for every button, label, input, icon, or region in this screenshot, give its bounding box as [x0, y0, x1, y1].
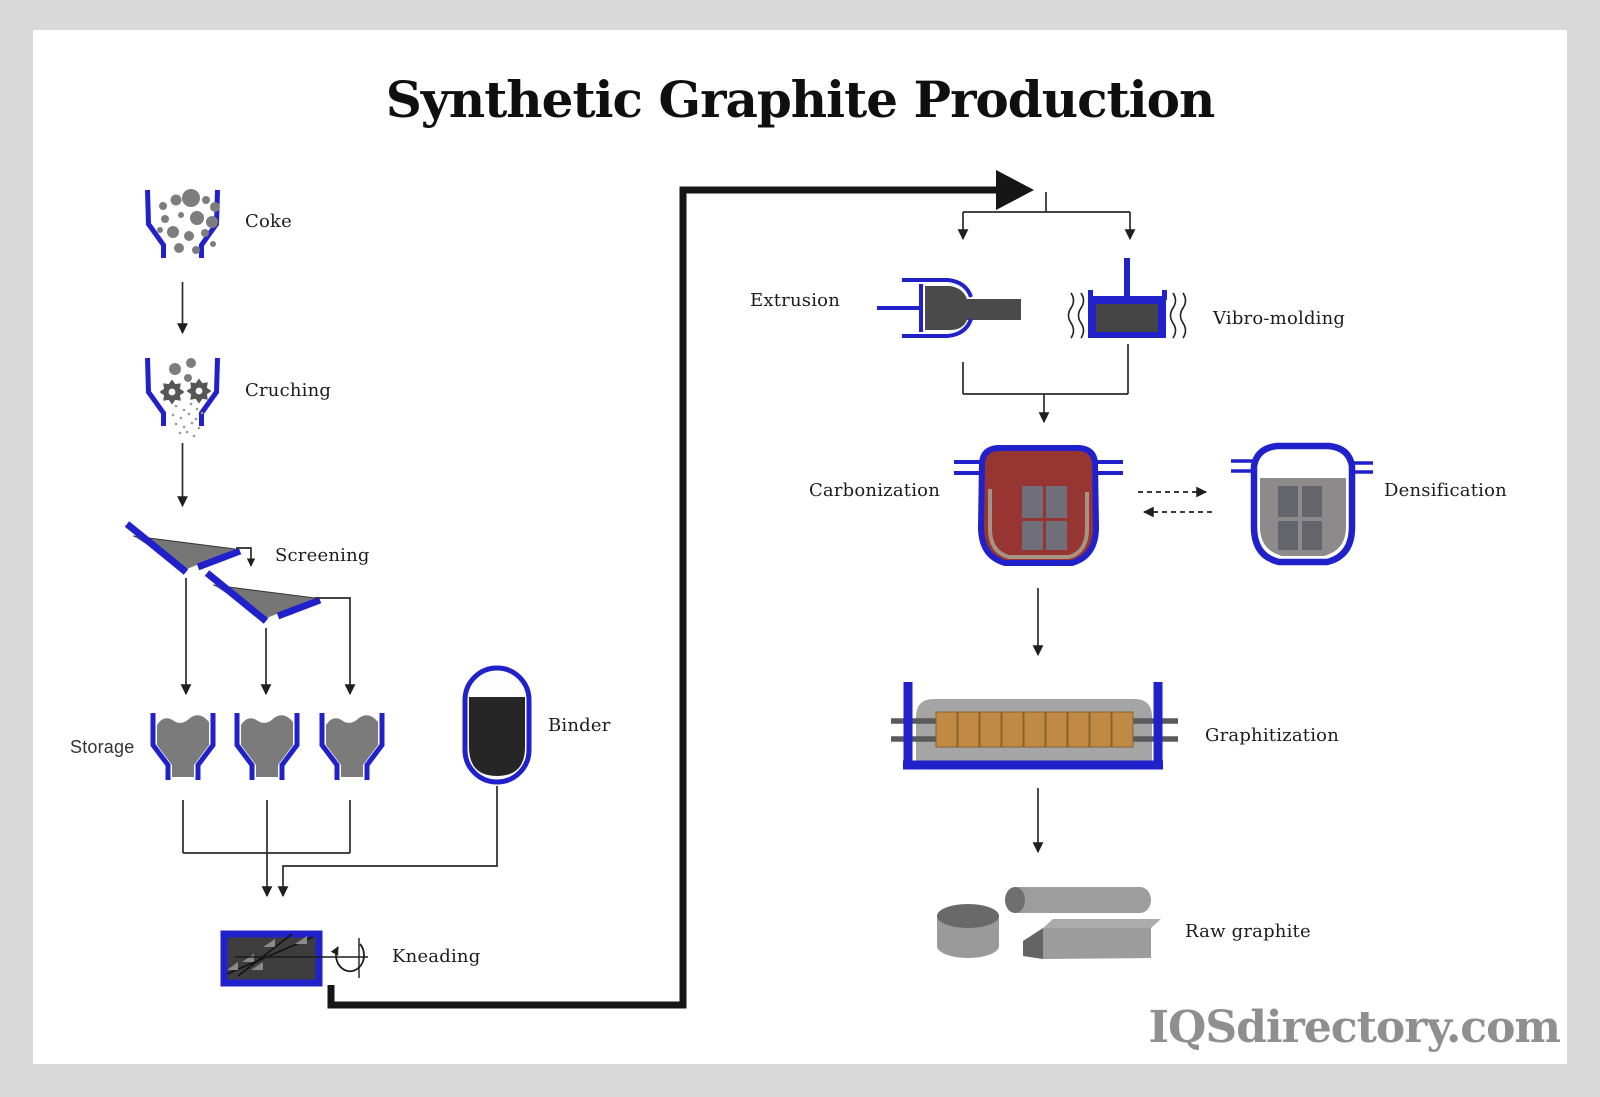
mixer-shaft-rotation-icon [235, 938, 368, 978]
label-vibro-molding: Vibro-molding [1213, 308, 1346, 329]
storage-bins-icon [153, 713, 382, 780]
extrusion-press-icon [877, 278, 1021, 338]
label-graphitization: Graphitization [1205, 725, 1340, 746]
carbonization-densification-exchange-arrows [1138, 486, 1212, 518]
densification-vessel-icon [1231, 442, 1373, 566]
raw-graphite-shapes-icon [937, 887, 1161, 959]
label-storage: Storage [70, 737, 135, 757]
binder-tank-icon [462, 665, 532, 785]
page-title: Synthetic Graphite Production [385, 70, 1216, 129]
label-binder: Binder [548, 715, 611, 736]
gear-icon [159, 379, 185, 405]
arrow-sieve2-to-storage3 [315, 597, 356, 696]
label-carbonization: Carbonization [808, 480, 940, 501]
coke-hopper-icon [148, 189, 220, 258]
label-crushing: Cruching [245, 380, 332, 401]
crushing-hopper-icon [148, 358, 218, 438]
graphitization-furnace-icon [891, 682, 1178, 770]
arrow-sieve1-to-sieve2 [236, 547, 256, 567]
watermark: IQSdirectory.com [1148, 1002, 1561, 1053]
arrow-binder-to-kneading [277, 786, 498, 898]
gear-icon [186, 378, 212, 404]
label-extrusion: Extrusion [750, 290, 840, 311]
label-kneading: Kneading [392, 946, 481, 967]
forming-branch-lines [957, 192, 1136, 241]
vibro-molding-icon [1067, 258, 1187, 339]
kneading-to-forming-pipeline [327, 170, 1034, 1009]
label-coke: Coke [245, 211, 292, 232]
forming-join-lines [962, 344, 1129, 424]
kneading-mixer-icon [220, 930, 368, 987]
screening-sieves-icon [124, 521, 322, 624]
label-densification: Densification [1384, 480, 1507, 501]
label-screening: Screening [275, 545, 370, 566]
carbonization-furnace-icon [954, 445, 1123, 566]
label-raw-graphite: Raw graphite [1185, 921, 1311, 942]
